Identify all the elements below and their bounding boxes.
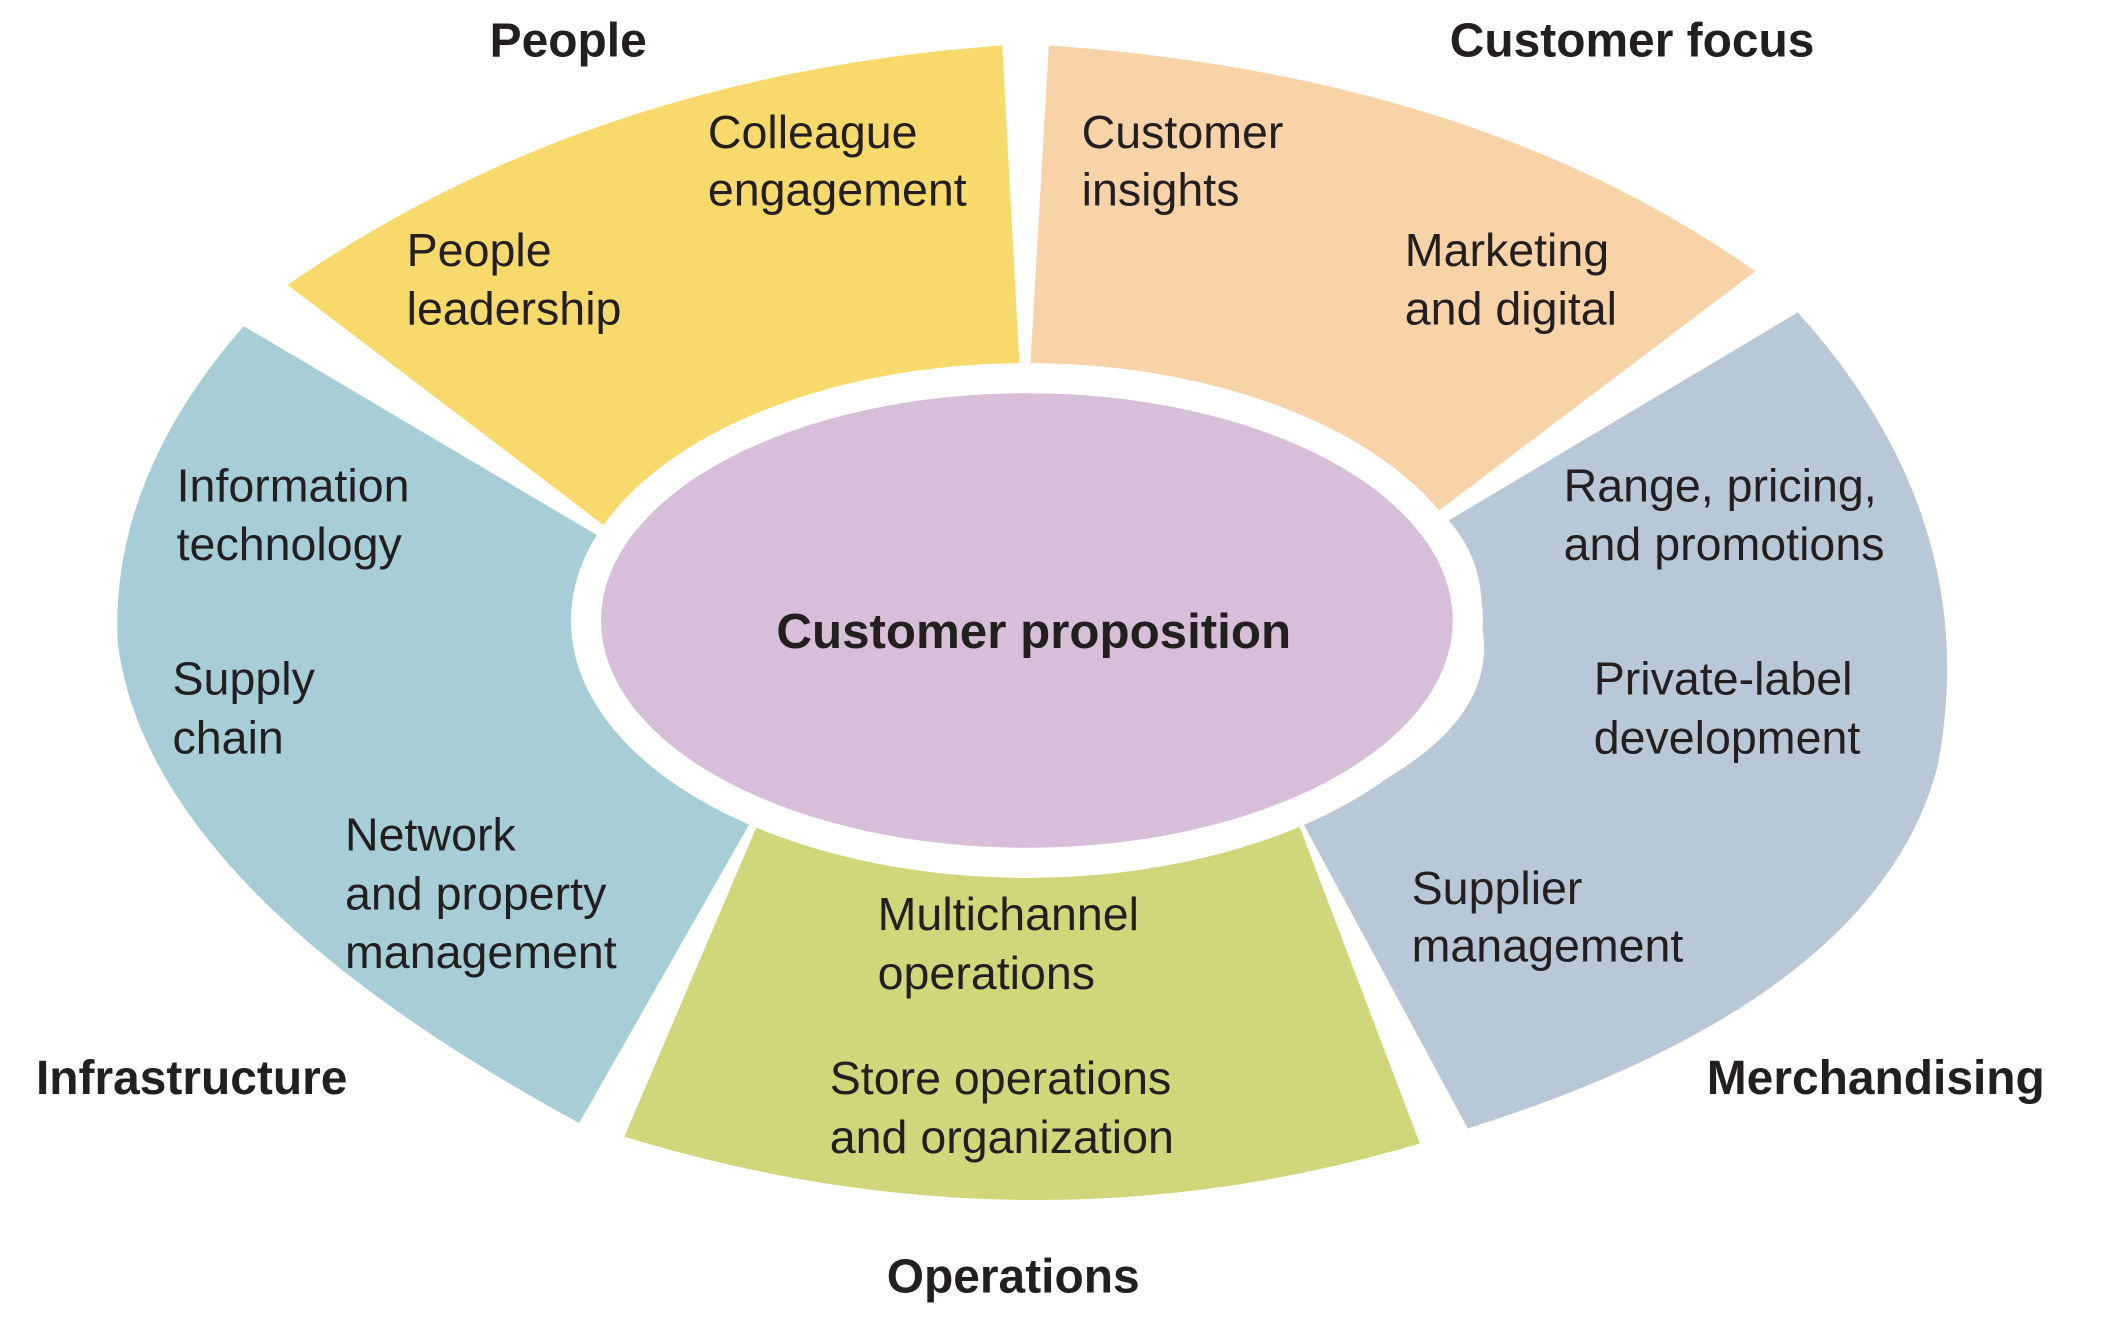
item-marketing-and-digital: Marketing and digital xyxy=(1405,224,1622,335)
item-colleague-engagement: Colleague engagement xyxy=(708,106,967,216)
category-title-people: People xyxy=(490,14,647,67)
segment-merchandising xyxy=(1300,312,1948,1129)
item-people-leadership: People leadership xyxy=(407,224,622,335)
item-supplier-management: Supplier management xyxy=(1412,862,1684,972)
item-private-label-development: Private-label development xyxy=(1594,652,1866,763)
item-supply-chain: Supply chain xyxy=(173,652,328,763)
item-store-operations-organization: Store operations and organization xyxy=(830,1052,1185,1163)
center-label: Customer proposition xyxy=(776,604,1291,659)
category-title-merchandising: Merchandising xyxy=(1707,1052,2045,1105)
item-network-property-management: Network and property management xyxy=(345,809,619,979)
item-range-pricing-promotions: Range, pricing, and promotions xyxy=(1564,459,1890,570)
category-title-customer-focus: Customer focus xyxy=(1450,14,1815,67)
segment-operations xyxy=(624,819,1420,1201)
segments-layer xyxy=(117,45,1948,1201)
customer-proposition-ellipse xyxy=(601,393,1453,848)
category-title-infrastructure: Infrastructure xyxy=(36,1052,347,1105)
segment-infrastructure xyxy=(117,326,754,1123)
item-information-technology: Information technology xyxy=(177,459,423,570)
item-customer-insights: Customer insights xyxy=(1082,106,1297,216)
segment-people xyxy=(287,45,1021,528)
item-multichannel-operations: Multichannel operations xyxy=(878,888,1152,999)
category-title-operations: Operations xyxy=(887,1251,1140,1304)
